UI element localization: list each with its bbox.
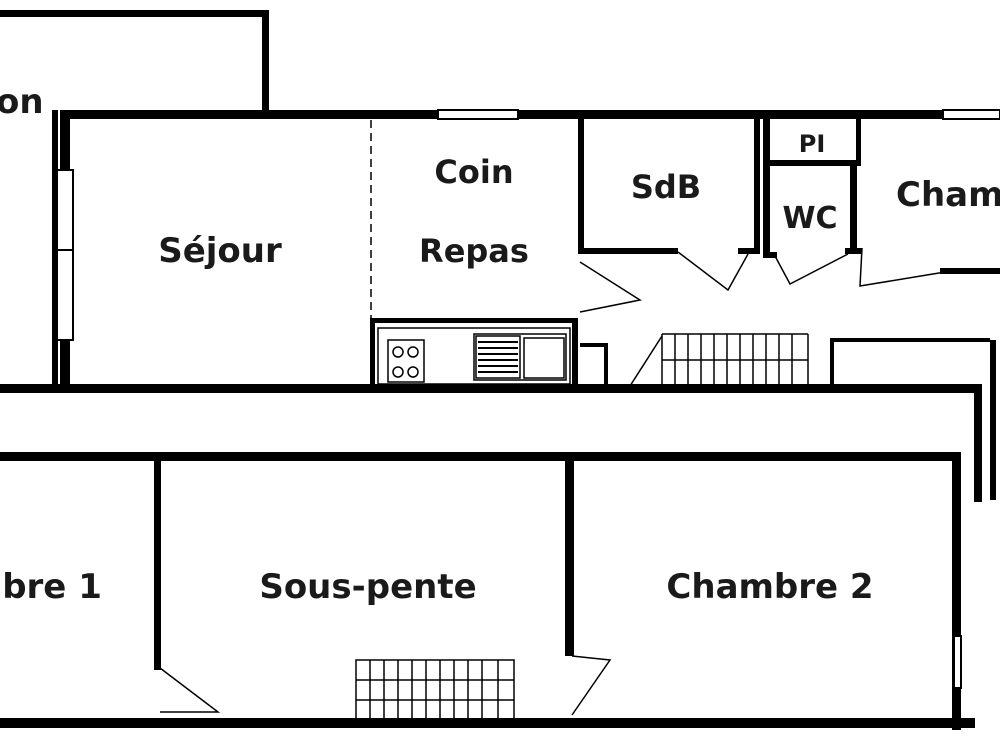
label-salon-partial: on bbox=[0, 82, 44, 122]
wall bbox=[990, 340, 996, 500]
door-swing bbox=[774, 253, 849, 286]
door-swing bbox=[159, 667, 221, 713]
label-chambre-partial: Cham bbox=[896, 175, 1000, 215]
window bbox=[953, 635, 962, 689]
label-coin: Coin bbox=[434, 153, 513, 191]
wall bbox=[850, 166, 857, 252]
burner bbox=[392, 346, 404, 358]
wall bbox=[0, 718, 975, 728]
wall bbox=[154, 460, 161, 670]
wall bbox=[0, 10, 268, 17]
burner bbox=[407, 346, 419, 358]
door-swing bbox=[579, 261, 642, 313]
window bbox=[437, 109, 519, 120]
wall bbox=[738, 248, 760, 254]
wall bbox=[578, 118, 584, 252]
doors bbox=[159, 247, 946, 716]
door-swing bbox=[859, 247, 946, 287]
wall bbox=[0, 384, 980, 393]
wall bbox=[830, 338, 834, 388]
wall bbox=[763, 160, 860, 166]
label-repas: Repas bbox=[419, 232, 529, 270]
label-chambre-1: nbre 1 bbox=[0, 567, 102, 607]
door-swing bbox=[677, 251, 749, 292]
wall bbox=[830, 338, 990, 342]
window bbox=[56, 169, 74, 341]
wall bbox=[754, 118, 760, 252]
wall bbox=[940, 268, 1000, 274]
wall bbox=[565, 460, 574, 656]
label-sous-pente: Sous-pente bbox=[259, 567, 476, 607]
wall bbox=[518, 110, 943, 119]
wall bbox=[370, 318, 578, 323]
kitchen-fixtures bbox=[377, 327, 571, 385]
cooktop-icon bbox=[387, 339, 425, 383]
windows bbox=[56, 109, 1000, 689]
stairs-upper bbox=[629, 333, 809, 387]
label-sejour: Séjour bbox=[158, 231, 282, 271]
wall bbox=[572, 318, 578, 390]
label-placard: PI bbox=[799, 130, 826, 158]
wall bbox=[262, 10, 269, 113]
wall bbox=[60, 110, 440, 119]
drainer-lines bbox=[478, 341, 518, 373]
wall bbox=[370, 318, 375, 390]
wall bbox=[580, 343, 608, 347]
window bbox=[942, 109, 1000, 120]
label-chambre-2: Chambre 2 bbox=[666, 567, 873, 607]
wall bbox=[763, 252, 777, 258]
sink-basin bbox=[523, 337, 565, 379]
stairs-lower bbox=[355, 659, 515, 721]
room-labels: on Séjour Coin Repas SdB PI WC Cham nbre… bbox=[0, 82, 1000, 607]
wall bbox=[763, 118, 770, 258]
wall bbox=[952, 452, 961, 730]
wall bbox=[856, 118, 861, 166]
wall bbox=[845, 248, 862, 254]
wall bbox=[52, 110, 58, 390]
burner bbox=[407, 366, 419, 378]
wall bbox=[578, 248, 678, 254]
wall bbox=[0, 452, 960, 461]
wall bbox=[974, 384, 982, 502]
label-sdb: SdB bbox=[631, 168, 701, 206]
wall bbox=[604, 343, 608, 388]
label-wc: WC bbox=[782, 201, 837, 236]
door-swing bbox=[571, 655, 612, 716]
burner bbox=[392, 366, 404, 378]
